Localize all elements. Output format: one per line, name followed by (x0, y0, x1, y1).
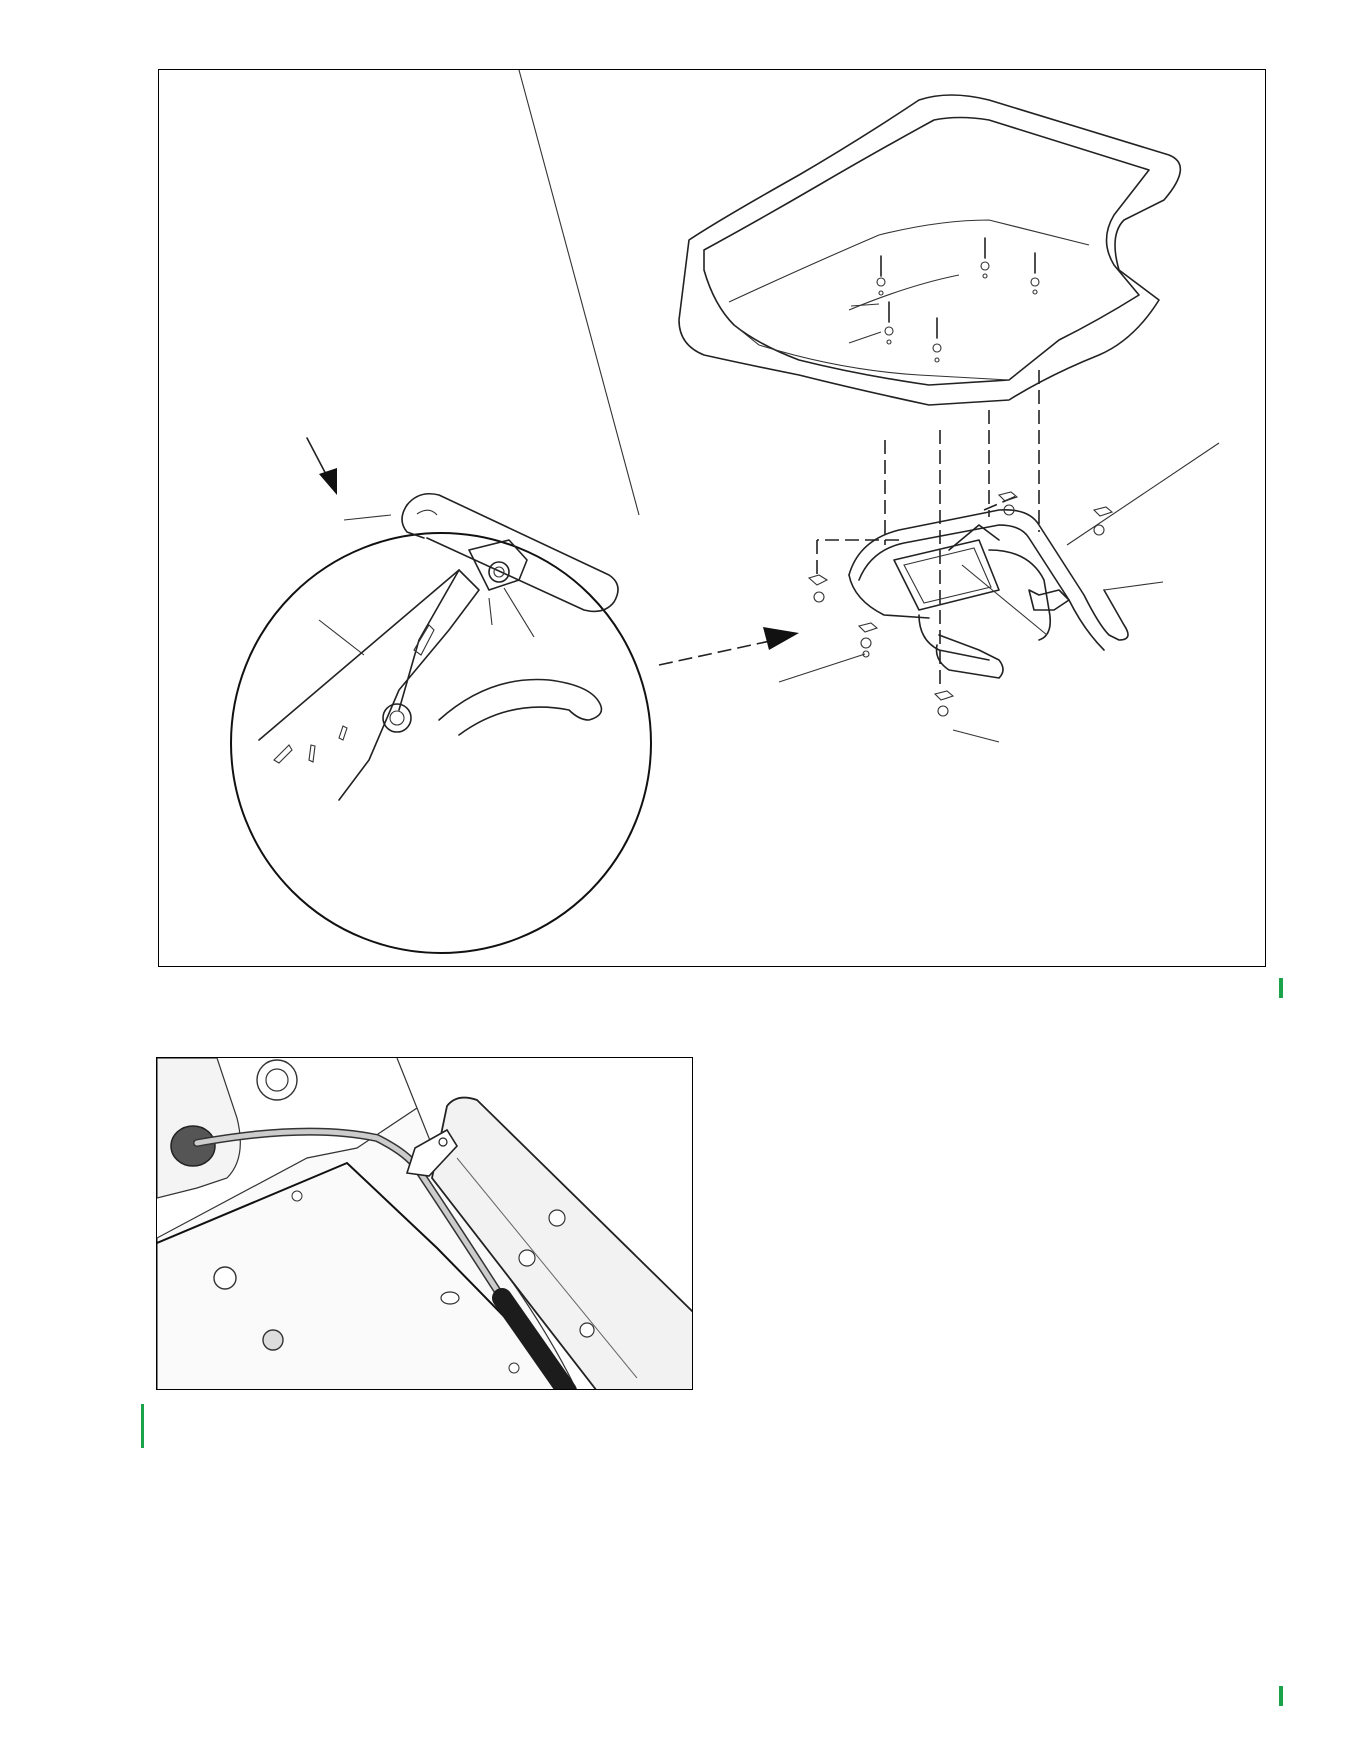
seat-pan (679, 95, 1180, 405)
seat-frame (849, 510, 1128, 678)
seat-pan-exploded-drawing (159, 70, 1266, 967)
solid-arrowhead-icon (307, 438, 337, 495)
change-bar-middle (141, 1404, 144, 1448)
wire-harness-clip-drawing (157, 1058, 693, 1390)
seat-pan-exploded-figure (158, 69, 1266, 967)
change-bar-top (1279, 978, 1283, 998)
wire-harness-clip-figure (156, 1057, 693, 1390)
fastener-set (809, 492, 1112, 716)
dashed-arrow-to-detail-icon (659, 627, 799, 665)
change-bar-bottom (1279, 1686, 1283, 1706)
callout-leaders-right (779, 443, 1219, 742)
detail-magnified-view (231, 70, 651, 953)
bolt-set (877, 238, 1039, 362)
